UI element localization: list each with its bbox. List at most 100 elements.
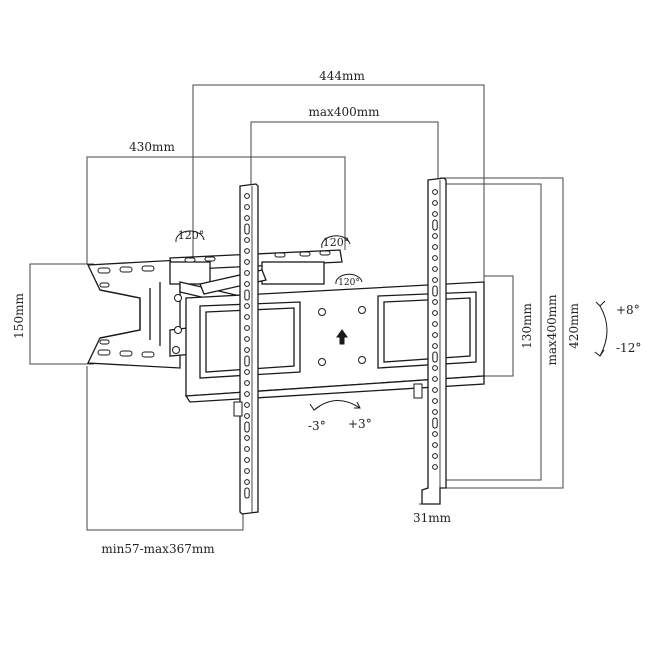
level-plus-label: +3° <box>348 417 372 431</box>
rail-right-hole <box>432 255 438 261</box>
rail-right-hole <box>432 200 438 206</box>
rail-right-hole <box>432 351 438 363</box>
rail-right-holes <box>432 189 438 470</box>
rotation-arcs <box>175 230 608 411</box>
rail-left-hole <box>244 325 250 331</box>
dim-130-label: 130mm <box>520 303 534 349</box>
rail-right-hole <box>432 277 438 283</box>
tilt-down-label: -12° <box>616 341 641 355</box>
rail-right-hole <box>432 442 438 448</box>
tv-plate-lip <box>184 375 485 403</box>
rail-left-hole <box>244 446 250 452</box>
up-arrow-icon <box>336 329 348 345</box>
rail-right-hole <box>432 417 438 429</box>
rail-right-hole <box>432 387 438 393</box>
rail-right-hole <box>432 464 438 470</box>
arm-block-mid <box>261 261 325 285</box>
rail-left-hole <box>244 468 250 474</box>
rail-left-hole <box>244 237 250 243</box>
tilt-rotation-icon <box>599 305 608 357</box>
dim-420-line <box>440 177 564 489</box>
dim-150-label: 150mm <box>12 293 26 339</box>
rail-left-hole <box>244 421 250 433</box>
tv-plate <box>184 281 485 403</box>
wall-plate-inner <box>99 289 141 339</box>
rail-right-hole <box>432 321 438 327</box>
dim-31-label: 31mm <box>413 511 452 525</box>
dim-430-label: 430mm <box>129 140 175 154</box>
rail-left-hole <box>244 204 250 210</box>
rail-right-hole <box>432 189 438 195</box>
arm-mid-angle: 120° <box>323 236 350 249</box>
rail-right-hole <box>432 233 438 239</box>
rail-right-hole <box>432 409 438 415</box>
level-minus-label: -3° <box>308 419 326 433</box>
dimension-lines <box>29 84 564 531</box>
dim-extension-line <box>86 366 244 531</box>
rail-right-hole <box>432 332 438 338</box>
arm-slots <box>172 250 331 354</box>
wall-plate-slots <box>97 265 155 358</box>
rail-right <box>413 177 447 505</box>
rail-right-hole <box>432 343 438 349</box>
rail-right-hole <box>432 266 438 272</box>
rail-right-hole <box>432 310 438 316</box>
rail-left-holes <box>244 193 250 499</box>
rail-left-hole <box>244 355 250 367</box>
rail-right-hole <box>432 219 438 231</box>
rail-left-hole <box>244 314 250 320</box>
rail-left-hole <box>244 215 250 221</box>
tv-plate-center <box>318 306 366 366</box>
dim-max400-h-line <box>250 121 439 190</box>
arm-left-angle: 120° <box>178 229 205 242</box>
wall-plate <box>86 259 181 369</box>
dim-150-line <box>29 263 94 365</box>
rail-left-hole <box>244 347 250 353</box>
dim-444-label: 444mm <box>319 69 365 83</box>
rail-left-hole <box>244 336 250 342</box>
dim-444-line <box>192 84 485 285</box>
rail-left-hole <box>244 193 250 199</box>
arm-right-angle: 120° <box>338 278 360 288</box>
arm-right-rotation-icon <box>335 273 363 285</box>
rail-right-hole <box>432 365 438 371</box>
rail-left-hole <box>244 369 250 375</box>
rail-left-hole <box>244 289 250 301</box>
dim-max400-h-label: max400mm <box>309 105 381 119</box>
dim-extension-label: min57-max367mm <box>101 542 215 556</box>
rail-left-hole <box>244 487 250 499</box>
rail-right-hole <box>432 244 438 250</box>
rail-left-hole <box>244 413 250 419</box>
rail-right-hole <box>432 376 438 382</box>
rail-left-hole <box>244 303 250 309</box>
tv-plate-window-right-inner <box>383 297 471 363</box>
rail-left-hole <box>244 270 250 276</box>
rail-right-hole <box>432 285 438 297</box>
dim-430-line <box>86 156 346 264</box>
arm-left-rotation-icon <box>175 230 205 243</box>
rail-left-hole <box>244 380 250 386</box>
labels: 444mm max400mm 430mm 150mm 130mm max400m… <box>12 69 641 556</box>
rail-left <box>233 183 259 515</box>
dim-max400-v-line <box>440 183 542 481</box>
arm-block-left <box>169 261 211 285</box>
rail-left-hole <box>244 281 250 287</box>
rail-right-hole <box>432 299 438 305</box>
rail-left-hole <box>244 435 250 441</box>
dim-130-line <box>484 275 514 377</box>
dim-420-label: 420mm <box>567 303 581 349</box>
rail-right-hole <box>432 431 438 437</box>
rail-right-hole <box>432 398 438 404</box>
rail-left-hole <box>244 479 250 485</box>
rail-right-hole <box>432 211 438 217</box>
tilt-up-label: +8° <box>616 303 640 317</box>
rail-left-hole <box>244 223 250 235</box>
dim-max400-v-label: max400mm <box>545 294 559 366</box>
rail-left-hole <box>244 248 250 254</box>
arm-mid-rotation-icon <box>321 235 351 249</box>
level-rotation-icon <box>313 400 361 411</box>
rail-left-hole <box>244 259 250 265</box>
rail-right-hole <box>432 453 438 459</box>
rail-left-hole <box>244 391 250 397</box>
